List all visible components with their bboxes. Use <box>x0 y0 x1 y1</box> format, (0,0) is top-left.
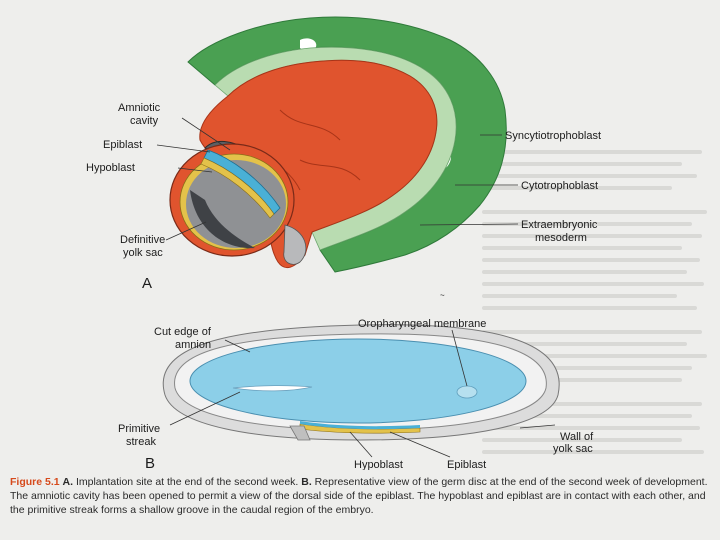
germ-disc-epiblast <box>189 338 527 424</box>
figure-5-1: ~ Amniotic cavity Epiblast Hypoblast Def… <box>86 16 601 470</box>
label-hypoblast-b: Hypoblast <box>354 459 403 470</box>
panel-a-diagram: ~ Amniotic cavity Epiblast Hypoblast Def… <box>86 16 601 300</box>
background-text-column <box>470 0 720 470</box>
hypoblast-layer <box>200 157 275 219</box>
artist-signature: ~ <box>440 291 445 300</box>
label-cytotrophoblast: Cytotrophoblast <box>521 180 598 192</box>
yolk-sac-shading <box>190 190 255 249</box>
label-wall-of-yolk-sac-2: yolk sac <box>553 443 593 455</box>
label-extraembryonic-1: Extraembryonic <box>521 219 598 231</box>
label-amniotic-cavity-2: cavity <box>130 115 159 127</box>
label-definitive-yolk-sac-2: yolk sac <box>123 247 163 259</box>
label-epiblast-b: Epiblast <box>447 459 486 470</box>
label-epiblast-a: Epiblast <box>103 139 142 151</box>
label-hypoblast-a: Hypoblast <box>86 162 135 174</box>
caption-figure-number: Figure 5.1 <box>10 476 60 488</box>
caption-b-text: Representative view of the germ disc at … <box>10 476 708 516</box>
figure-caption: Figure 5.1 A. Implantation site at the e… <box>10 475 710 517</box>
label-primitive-streak-2: streak <box>126 436 156 448</box>
label-extraembryonic-2: mesoderm <box>535 232 587 244</box>
caption-a-text: Implantation site at the end of the seco… <box>73 476 302 488</box>
panel-b-diagram: Cut edge of amnion Oropharyngeal membran… <box>118 318 594 470</box>
label-wall-of-yolk-sac-1: Wall of <box>560 431 594 443</box>
caption-b-label: B. <box>301 476 312 488</box>
label-cut-edge-1: Cut edge of <box>154 326 212 338</box>
label-oropharyngeal: Oropharyngeal membrane <box>358 318 486 330</box>
label-cut-edge-2: amnion <box>175 339 211 351</box>
leader-lines-b <box>169 329 556 458</box>
label-amniotic-cavity-1: Amniotic <box>118 102 161 114</box>
yolk-sac-flap <box>283 224 307 265</box>
leader-lines-a <box>156 117 519 241</box>
label-syncytiotrophoblast: Syncytiotrophoblast <box>505 130 601 142</box>
caption-a-label: A. <box>62 476 74 488</box>
germ-disc-cut-epiblast <box>300 421 420 430</box>
panel-a-letter: A <box>142 275 152 292</box>
panel-b-letter: B <box>145 455 155 470</box>
primitive-streak <box>232 385 313 392</box>
oropharyngeal-membrane <box>456 385 478 399</box>
label-definitive-yolk-sac-1: Definitive <box>120 234 165 246</box>
label-primitive-streak-1: Primitive <box>118 423 160 435</box>
rim-notch <box>289 425 311 441</box>
